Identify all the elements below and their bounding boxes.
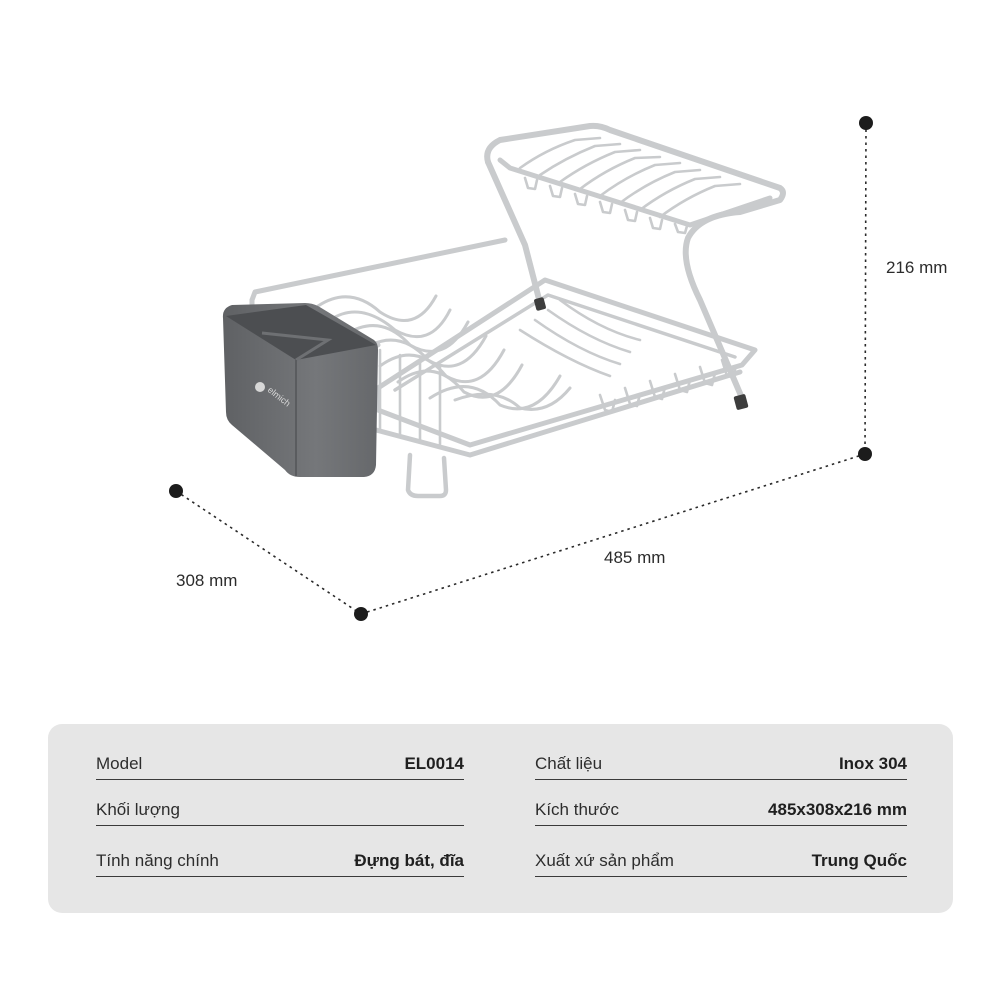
spec-value: Đựng bát, đĩa (354, 851, 464, 870)
upper-loops (518, 136, 742, 235)
spec-row-model: Model EL0014 (96, 739, 464, 780)
depth-label: 308 mm (176, 571, 238, 590)
lower-loops (518, 298, 738, 414)
corner-dot (354, 607, 368, 621)
front-foot (405, 452, 449, 499)
spec-row-weight: Khối lượng (96, 785, 464, 826)
support-back (485, 159, 543, 306)
dimension-lines (175, 122, 867, 615)
spec-row-origin: Xuất xứ sản phẩm Trung Quốc (535, 836, 907, 877)
spec-label: Chất liệu (535, 754, 603, 773)
spec-value: Inox 304 (838, 754, 907, 773)
depth-start-dot (169, 484, 183, 498)
width-label: 485 mm (604, 548, 666, 567)
spec-label: Tính năng chính (96, 851, 219, 870)
utensil-caddy: elmich (222, 303, 378, 477)
lower-frame (375, 277, 758, 448)
dimension-dots (169, 116, 873, 621)
spec-value: EL0014 (404, 754, 464, 773)
spec-row-main-feature: Tính năng chính Đựng bát, đĩa (96, 836, 464, 877)
front-rail (373, 369, 743, 458)
spec-row-material: Chất liệu Inox 304 (535, 739, 907, 780)
depth-line (175, 490, 362, 615)
spec-value: Trung Quốc (811, 851, 907, 870)
width-line (360, 453, 866, 615)
height-top-dot (859, 116, 873, 130)
height-label: 216 mm (886, 258, 948, 277)
spec-label: Xuất xứ sản phẩm (535, 851, 674, 870)
front-bars (378, 348, 442, 446)
spec-value: 485x308x216 mm (768, 800, 907, 819)
spec-label: Khối lượng (96, 800, 180, 819)
spec-label: Model (96, 754, 143, 773)
rack (249, 122, 786, 499)
rubber-feet (534, 297, 749, 410)
brand-logo-icon (255, 382, 265, 392)
back-rail (249, 237, 508, 303)
spec-row-size: Kích thước 485x308x216 mm (535, 785, 907, 826)
lower-frame-inner (393, 293, 737, 392)
support-left (484, 122, 786, 401)
spec-panel: Model EL0014 Khối lượng Tính năng chính … (48, 724, 953, 913)
spec-label: Kích thước (535, 800, 619, 819)
height-bottom-dot (858, 447, 872, 461)
height-line (864, 122, 867, 455)
